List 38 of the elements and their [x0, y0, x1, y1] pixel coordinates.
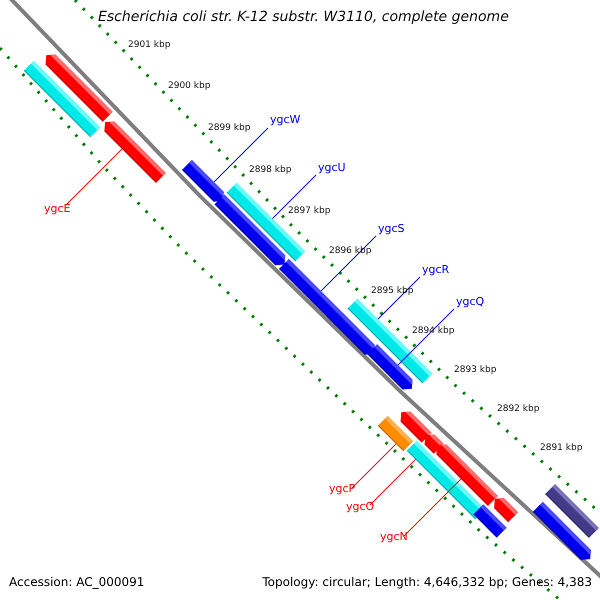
- scale-label: 2898 kbp: [249, 166, 292, 175]
- gene-label: ygcP: [329, 483, 356, 494]
- gene-label: ygcU: [318, 162, 346, 173]
- accession-text: Accession: AC_000091: [9, 576, 144, 588]
- gene-label: ygcE: [44, 203, 70, 214]
- leader-line: [397, 308, 454, 366]
- gene-segment: [436, 444, 498, 506]
- leader-line: [66, 148, 123, 206]
- scale-label: 2893 kbp: [454, 366, 496, 375]
- gene-segment: [104, 121, 166, 184]
- gene-segment: [278, 259, 345, 325]
- leader-line: [213, 128, 268, 183]
- gene-label: ygcO: [346, 501, 374, 512]
- scale-label: 2892 kbp: [497, 405, 540, 414]
- gene-segment: [45, 54, 113, 122]
- gene-segment: [494, 498, 518, 522]
- gene-label: ygcR: [422, 264, 450, 275]
- leader-line: [404, 478, 462, 536]
- gene-segment: [182, 160, 224, 202]
- leader-line: [352, 443, 397, 488]
- leader-line: [272, 174, 316, 220]
- leader-line: [370, 458, 416, 506]
- genome-title: Escherichia coli str. K-12 substr. W3110, complete genome: [98, 10, 509, 24]
- scale-label: 2901 kbp: [128, 41, 170, 50]
- gene-label: ygcW: [270, 114, 300, 125]
- scale-label: 2900 kbp: [168, 82, 210, 91]
- scale-label: 2899 kbp: [208, 124, 250, 133]
- gene-label: ygcN: [380, 531, 408, 542]
- gene-segment: [532, 502, 591, 560]
- gene-label: ygcQ: [456, 296, 484, 307]
- leader-line: [377, 276, 420, 320]
- leader-line: [320, 236, 376, 292]
- genome-stats-text: Topology: circular; Length: 4,646,332 bp; Genes: 4,383: [262, 576, 592, 588]
- gene-segment: [367, 344, 412, 390]
- scale-label: 2897 kbp: [288, 207, 330, 216]
- gene-segment: [473, 504, 507, 538]
- gene-label: ygcS: [378, 223, 405, 234]
- scale-label: 2891 kbp: [540, 444, 582, 453]
